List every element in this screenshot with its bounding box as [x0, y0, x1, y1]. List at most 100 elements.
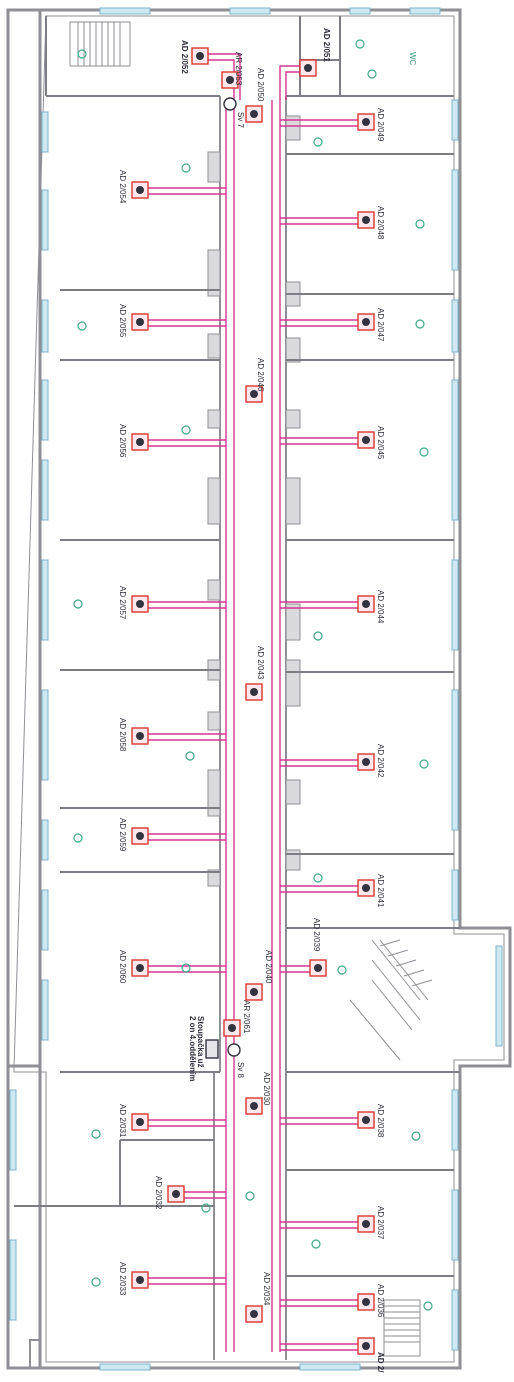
device-dot [362, 318, 370, 326]
branch-2041 [280, 885, 358, 893]
air-device-dots [136, 52, 370, 1350]
branch-2033 [148, 1277, 226, 1285]
device-dot [314, 964, 322, 972]
window [41, 819, 49, 861]
bottom-bump [29, 1339, 40, 1368]
device-dot [196, 52, 204, 60]
pillar [207, 711, 221, 731]
branch-2054 [148, 187, 226, 195]
branch-2036 [280, 1299, 358, 1307]
pillar [285, 779, 301, 805]
label-ad-2031: AD 2/031 [118, 1104, 127, 1138]
device-dot [136, 832, 144, 840]
label-ad-2057: AD 2/057 [118, 586, 127, 620]
window [495, 945, 503, 1047]
window [451, 99, 459, 141]
label-ad-2040: AD 2/040 [264, 950, 273, 984]
window [41, 689, 49, 781]
branch-2055 [148, 319, 226, 327]
label-ad-2039: AD 2/039 [312, 918, 321, 952]
room-marker-icon [185, 751, 195, 761]
risers [205, 97, 241, 1059]
label-ad-2060: AD 2/060 [118, 950, 127, 984]
pillar [207, 409, 221, 429]
window [41, 111, 49, 153]
staircase-middle [349, 939, 433, 1061]
label-ad-2049: AD 2/049 [376, 108, 385, 142]
pillar [207, 249, 221, 297]
window [9, 1239, 17, 1321]
device-dot [136, 1276, 144, 1284]
pillar [207, 151, 221, 183]
label-ad-2052: AD 2/052 [180, 40, 189, 74]
pillar [207, 579, 221, 601]
label-ar-2061: AR 2/061 [242, 1000, 251, 1034]
pillar [285, 659, 301, 707]
room-marker-icon [415, 319, 425, 329]
branch-2051 [279, 65, 300, 100]
device-dot [362, 1342, 370, 1350]
label-ad-2059: AD 2/059 [118, 818, 127, 852]
label-ad-2056: AD 2/056 [118, 424, 127, 458]
window [451, 379, 459, 521]
device-dot [250, 1102, 258, 1110]
device-dot [136, 186, 144, 194]
room-marker-icon [181, 963, 191, 973]
label-ad-2034: AD 2/034 [262, 1272, 271, 1306]
branch-2059 [148, 833, 226, 841]
room-marker-icon [355, 39, 365, 49]
window [99, 1363, 151, 1371]
window [451, 299, 459, 353]
device-dot [250, 688, 258, 696]
staircase-top [69, 21, 131, 67]
window [229, 7, 271, 15]
window [451, 869, 459, 921]
label-ad-2058: AD 2/058 [118, 718, 127, 752]
main-duct-right [271, 100, 281, 1080]
window [9, 1089, 17, 1171]
room-marker-icon [411, 1131, 421, 1141]
label-ad-2046: AD 2/046 [256, 358, 265, 392]
room-marker-icon [73, 599, 83, 609]
label-ad-2048: AD 2/048 [376, 206, 385, 240]
window [41, 299, 49, 353]
label-note-line1: Stoupačka už [196, 1016, 205, 1068]
room-marker-icon [201, 1203, 211, 1213]
branch-2047 [280, 319, 358, 327]
room-partitions [14, 16, 460, 1277]
riser-sv8-icon [227, 1043, 241, 1057]
device-labels: AD 2/052 AR 2/053 AD 2/050 AD 2/051 WC S… [118, 28, 417, 1373]
window [451, 689, 459, 831]
label-ad-2041: AD 2/041 [376, 874, 385, 908]
main-duct-left [225, 100, 235, 1080]
device-dot [304, 64, 312, 72]
window [451, 559, 459, 651]
room-marker-icon [311, 1239, 321, 1249]
branch-2031 [148, 1119, 226, 1127]
window [41, 189, 49, 251]
corridor-pillars [207, 115, 301, 887]
branch-2057 [148, 601, 226, 609]
outer-wall [6, 8, 512, 1370]
label-ad-2051: AD 2/051 [322, 28, 331, 62]
label-ad-2043: AD 2/043 [256, 646, 265, 680]
window [41, 379, 49, 441]
room-marker-icon [77, 49, 87, 59]
device-dot [362, 1116, 370, 1124]
label-ad-2050: AD 2/050 [256, 68, 265, 102]
room-marker-icon [419, 759, 429, 769]
device-dot [136, 438, 144, 446]
label-ad-2037: AD 2/037 [376, 1206, 385, 1240]
window [41, 459, 49, 521]
pillar [285, 603, 301, 641]
riser-box-icon [205, 1039, 219, 1059]
branch-2042 [280, 759, 358, 767]
device-dot [362, 216, 370, 224]
label-sv7: Sv 7 [236, 112, 245, 129]
label-ad-2055: AD 2/055 [118, 304, 127, 338]
label-ad-2047: AD 2/047 [376, 308, 385, 342]
device-dot [250, 1310, 258, 1318]
label-ad-2042: AD 2/042 [376, 744, 385, 778]
branch-2045 [280, 437, 358, 445]
